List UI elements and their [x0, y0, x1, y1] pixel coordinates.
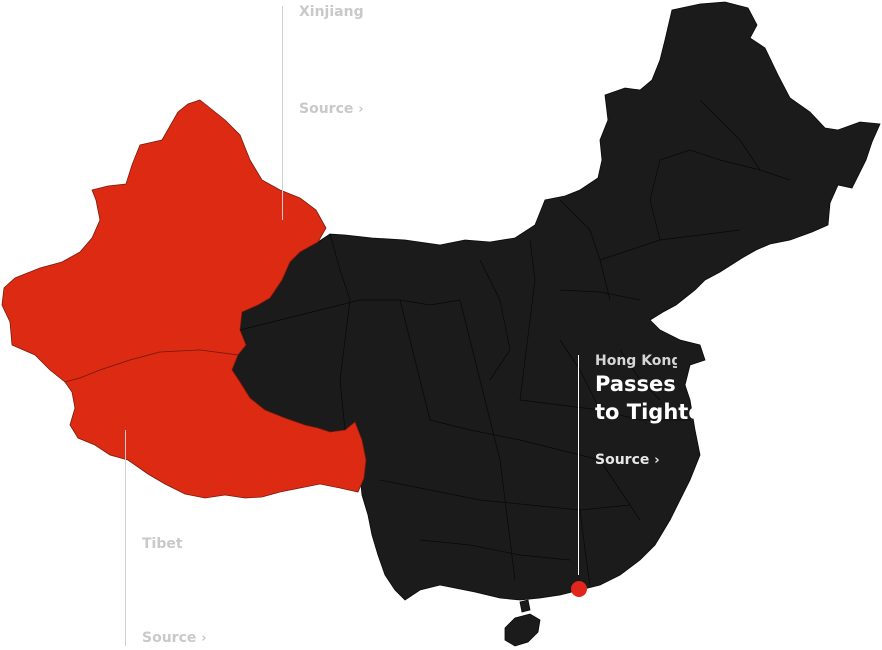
xinjiang-leader-line: [282, 6, 283, 220]
chevron-right-icon: ›: [201, 631, 207, 646]
xinjiang-source-text: Source: [299, 101, 354, 117]
hongkong-source-text: Source: [595, 452, 650, 468]
chevron-right-icon: ›: [654, 453, 660, 468]
tibet-label: Tibet: [142, 536, 183, 552]
province-borders: [239, 99, 791, 586]
chevron-right-icon: ›: [358, 102, 364, 117]
china-mainland-region: [231, 1, 881, 601]
hongkong-headline: Passes to Tighte: [595, 370, 694, 432]
coastal-islet: [519, 599, 531, 613]
xinjiang-label: Xinjiang: [299, 4, 364, 20]
hongkong-label: Hong Kong: [595, 353, 677, 369]
tibet-source-link[interactable]: Source ›: [142, 630, 207, 646]
hongkong-source-link[interactable]: Source ›: [595, 452, 660, 468]
hongkong-marker[interactable]: [571, 581, 587, 597]
hongkong-headline-line2: to Tighte: [595, 400, 694, 424]
hongkong-leader-line: [578, 355, 579, 575]
tibet-region: [64, 349, 367, 499]
xinjiang-source-link[interactable]: Source ›: [299, 101, 364, 117]
tibet-source-text: Source: [142, 630, 197, 646]
tibet-leader-line: [125, 430, 126, 646]
hainan-region: [504, 613, 541, 647]
hongkong-headline-line1: Passes: [595, 372, 676, 396]
